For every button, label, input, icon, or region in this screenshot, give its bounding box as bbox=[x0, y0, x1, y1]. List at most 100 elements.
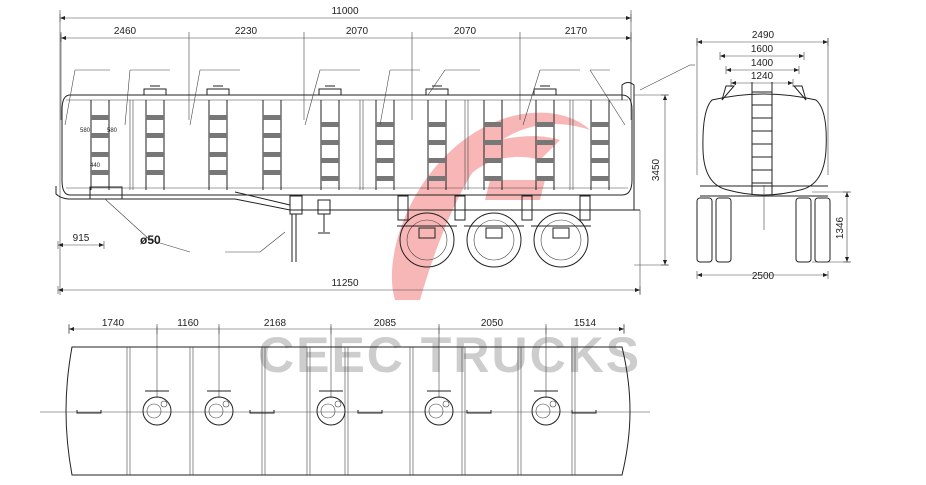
handle bbox=[249, 410, 275, 414]
ladder-step bbox=[484, 158, 502, 163]
side-view bbox=[55, 10, 695, 295]
ladder-step bbox=[591, 158, 609, 163]
leader-line bbox=[522, 69, 541, 126]
rear-view bbox=[696, 38, 851, 279]
dim-width-1400: 1400 bbox=[751, 58, 774, 69]
handle bbox=[357, 410, 383, 414]
leader-line bbox=[304, 69, 321, 126]
manhole bbox=[204, 396, 234, 426]
ladder-step bbox=[91, 152, 109, 157]
dim-ladder-left: 580 bbox=[80, 128, 91, 134]
vent bbox=[442, 400, 450, 408]
dim-segment-5: 2170 bbox=[565, 26, 588, 37]
dim-segment-1: 2460 bbox=[114, 26, 137, 37]
ladder-step bbox=[321, 140, 339, 145]
tank-outline bbox=[65, 346, 631, 476]
dim-top-segment-4: 2085 bbox=[374, 318, 397, 329]
vent bbox=[334, 400, 342, 408]
front-step bbox=[89, 186, 123, 200]
dim-top-segment-6: 1514 bbox=[574, 318, 597, 329]
dim-ladder-right: 580 bbox=[107, 128, 118, 134]
leader-line bbox=[64, 69, 76, 126]
leader-line bbox=[124, 69, 131, 126]
dim-top-segment-5: 2050 bbox=[481, 318, 504, 329]
ladder-step bbox=[428, 176, 446, 181]
manhole bbox=[424, 396, 454, 426]
ladder-step bbox=[428, 158, 446, 163]
landing-gear-box bbox=[289, 195, 303, 215]
manhole-cover bbox=[425, 88, 449, 96]
ladder-step bbox=[321, 122, 339, 127]
ladder-step bbox=[146, 115, 164, 120]
support-leg bbox=[317, 199, 331, 215]
dim-top-segment-1: 1740 bbox=[102, 318, 125, 329]
vent bbox=[160, 400, 168, 408]
ladder-step bbox=[376, 158, 394, 163]
leader-line bbox=[427, 69, 446, 96]
dim-kingpin: ø50 bbox=[140, 233, 161, 247]
valve bbox=[428, 403, 444, 419]
ladder-step bbox=[484, 122, 502, 127]
ladder-step bbox=[591, 140, 609, 145]
ladder-step bbox=[321, 176, 339, 181]
ladder-step bbox=[376, 140, 394, 145]
ladder-step bbox=[91, 133, 109, 138]
manhole-cover bbox=[318, 88, 342, 96]
dim-top-segment-3: 2168 bbox=[264, 318, 287, 329]
dim-front-offset: 915 bbox=[73, 233, 90, 244]
ladder-step bbox=[321, 158, 339, 163]
leader-line bbox=[589, 69, 626, 126]
handle bbox=[466, 410, 492, 414]
ladder-step bbox=[536, 140, 554, 145]
ladder-step bbox=[591, 122, 609, 127]
dim-width-1600: 1600 bbox=[751, 44, 774, 55]
top-view bbox=[40, 324, 650, 476]
dim-arrow bbox=[58, 243, 104, 247]
wheel bbox=[533, 212, 589, 268]
wheel-rim bbox=[406, 219, 448, 261]
manhole-cover bbox=[533, 88, 557, 96]
suspension-hanger bbox=[397, 195, 409, 221]
ladder-step bbox=[591, 176, 609, 181]
dim-top-segment-2: 1160 bbox=[177, 318, 199, 329]
valve bbox=[208, 403, 224, 419]
axle-hub bbox=[418, 227, 436, 239]
dim-segment-4: 2070 bbox=[454, 26, 477, 37]
dim-frame-height: 1346 bbox=[835, 216, 846, 239]
ladder-step bbox=[263, 115, 281, 120]
ladder-step bbox=[146, 152, 164, 157]
leader-line bbox=[639, 64, 691, 91]
handle bbox=[76, 410, 102, 414]
ladder-step bbox=[376, 176, 394, 181]
handle bbox=[571, 410, 597, 414]
ladder-step bbox=[209, 152, 227, 157]
ladder-step bbox=[209, 115, 227, 120]
ladder-step bbox=[484, 176, 502, 181]
dim-segment-2: 2230 bbox=[235, 26, 258, 37]
ladder-step bbox=[91, 115, 109, 120]
rear-ladder bbox=[621, 82, 635, 210]
landing-gear-leader bbox=[259, 231, 286, 253]
dim-total-length: 11250 bbox=[331, 278, 359, 289]
dim-segment-3: 2070 bbox=[346, 26, 369, 37]
dim-track-width: 2500 bbox=[752, 271, 775, 282]
wheel bbox=[399, 212, 455, 268]
rear-wheel bbox=[795, 197, 812, 263]
axle-hub bbox=[485, 227, 503, 239]
leader-line bbox=[379, 69, 391, 126]
dim-overall-length: 11000 bbox=[331, 6, 359, 17]
manhole bbox=[531, 396, 561, 426]
dim-width-2490: 2490 bbox=[752, 30, 775, 41]
valve bbox=[320, 403, 336, 419]
valve bbox=[146, 403, 162, 419]
axle-hub bbox=[552, 227, 570, 239]
suspension-hanger bbox=[579, 195, 591, 221]
wheel bbox=[466, 212, 522, 268]
kingpin-leader bbox=[104, 198, 151, 241]
ladder-step bbox=[209, 170, 227, 175]
ladder-step bbox=[428, 140, 446, 145]
gooseneck-line bbox=[234, 191, 291, 206]
manhole bbox=[142, 396, 172, 426]
rear-wheel bbox=[715, 197, 732, 263]
